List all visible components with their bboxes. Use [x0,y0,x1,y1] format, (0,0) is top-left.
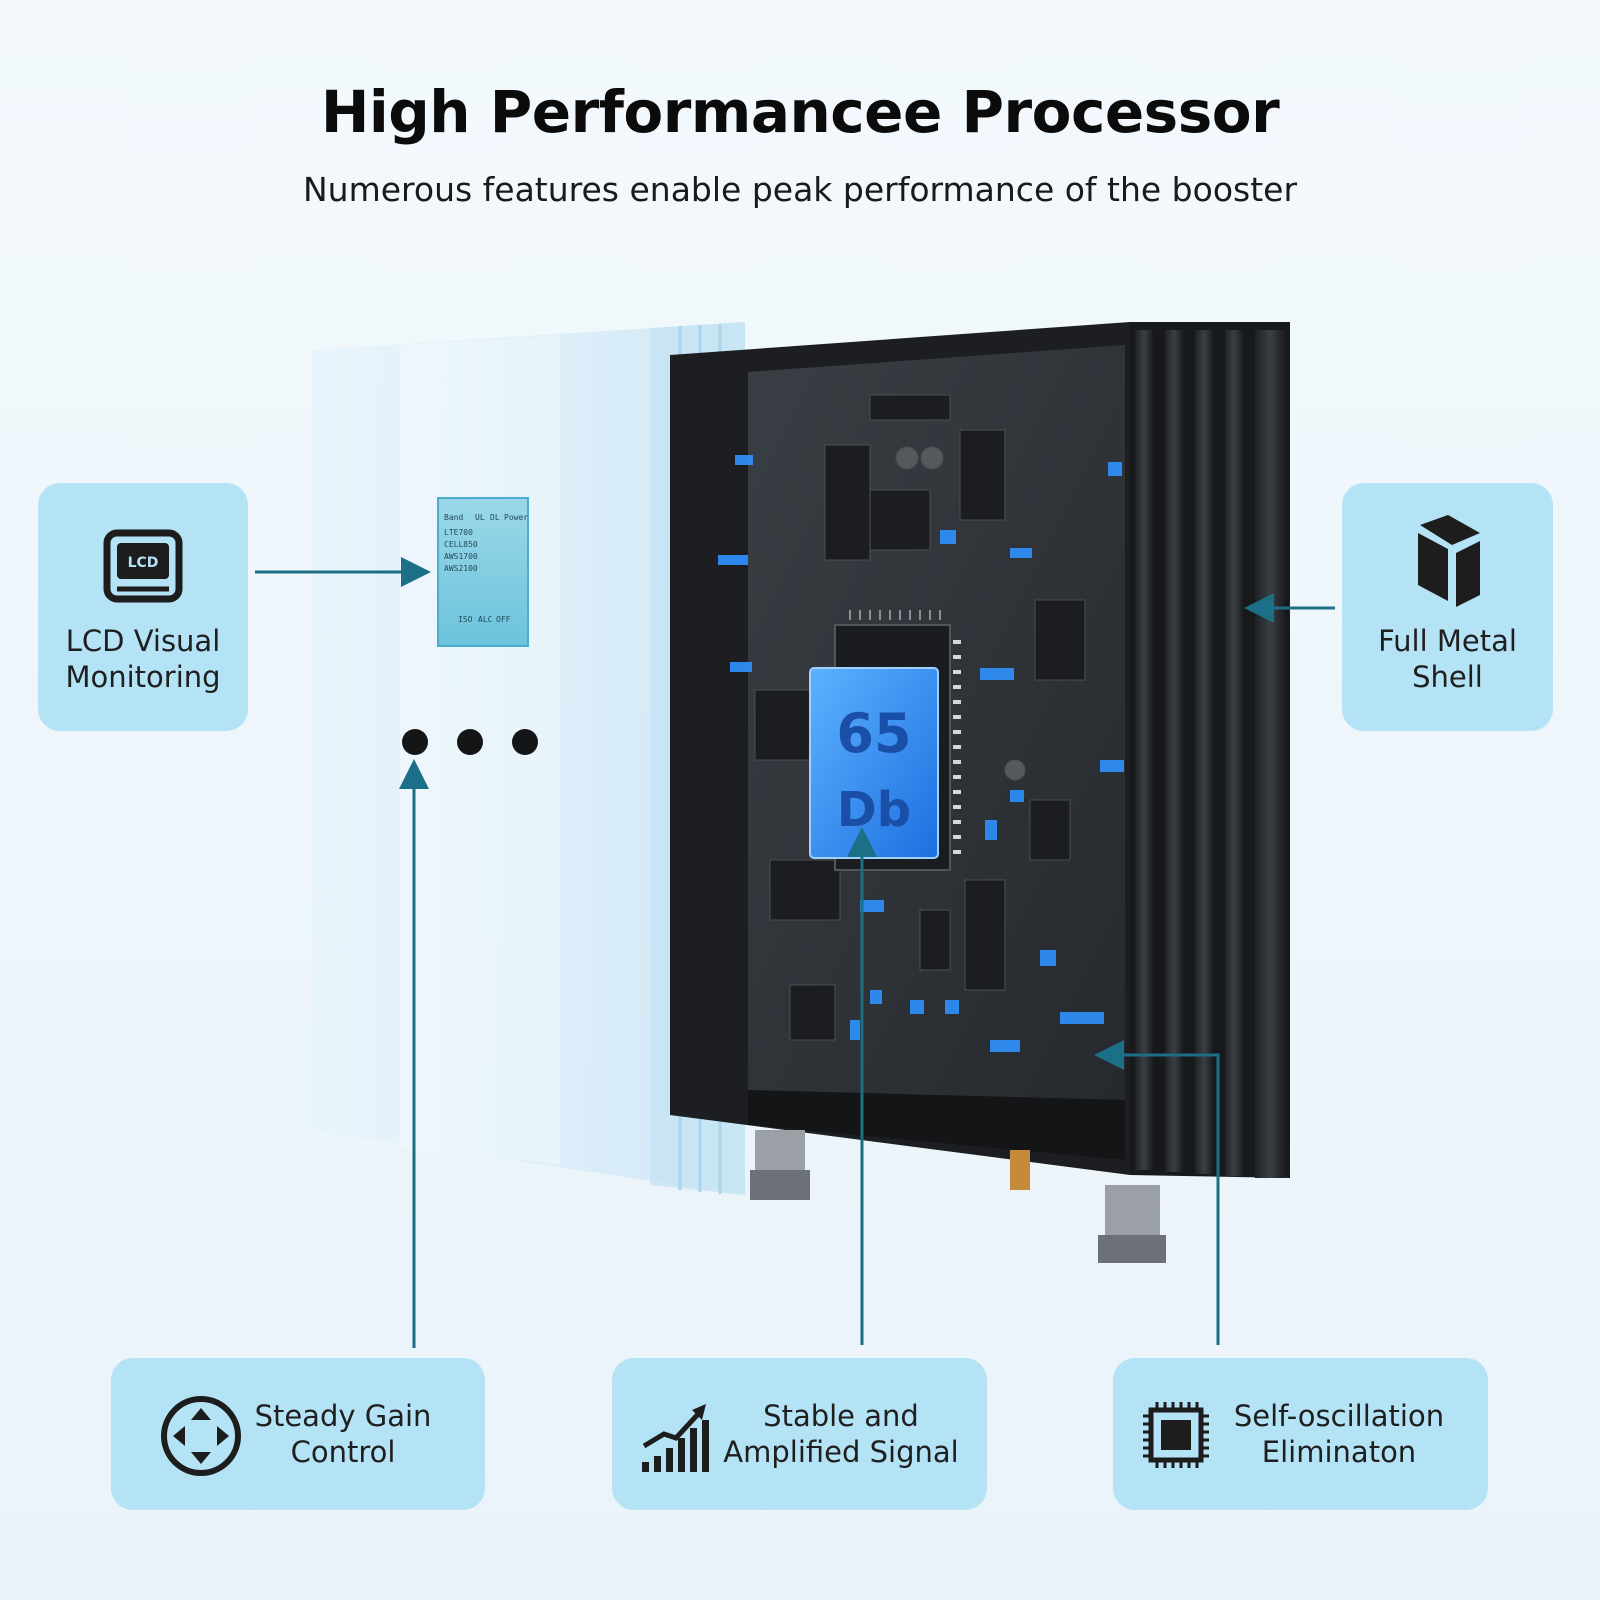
feature-card-metal-shell: Full Metal Shell [1342,483,1553,731]
lcd-header-text: Band [444,513,463,522]
heat-sink [1130,322,1290,1178]
feature-label: Steady Gain Control [243,1398,443,1470]
lcd-footer-text: ISO [458,615,473,624]
signal-bars-icon [642,1404,709,1472]
lcd-row-text: AWS1700 [444,552,478,561]
amplifier-chip: 65 Db [809,610,961,871]
page-subtitle: Numerous features enable peak performanc… [302,170,1298,209]
feature-label-line: Steady Gain [254,1399,432,1433]
device-lcd-screen: LTE700 CELL850 AWS1700 AWS2100 Band UL D… [437,497,529,647]
feature-card-amplified-signal: Stable and Amplified Signal [612,1358,987,1510]
lcd-header-text: DL [490,513,500,522]
chip-value-text: 65 [836,702,911,765]
lcd-footer-text: OFF [496,615,511,624]
board-glow-dots [718,455,1124,1052]
metal-cube-icon [1417,515,1480,607]
feature-label: Full Metal Shell [1342,623,1553,695]
feature-label-line: Control [290,1435,396,1469]
feature-card-lcd-monitoring: LCD LCD Visual Monitoring [38,483,248,731]
feature-label: LCD Visual Monitoring [38,623,248,695]
feature-label-line: Self-oscillation [1233,1399,1445,1433]
feature-label-line: Monitoring [65,660,221,694]
lcd-footer-text: ALC [478,615,493,624]
feature-label-line: LCD Visual [65,624,221,658]
feature-label-line: Shell [1412,660,1483,694]
feature-label: Stable and Amplified Signal [712,1398,970,1470]
feature-label-line: Amplified Signal [723,1435,959,1469]
lcd-row-text: LTE700 [444,528,473,537]
device-control-buttons [402,729,538,755]
oscillation-callout-arrow [1094,1040,1220,1345]
feature-card-steady-gain: Steady Gain Control [111,1358,485,1510]
lcd-icon-text: LCD [128,555,159,571]
feature-card-self-oscillation: Self-oscillation Eliminaton [1113,1358,1488,1510]
lcd-monitor-icon: LCD [103,529,183,603]
lcd-row-text: CELL850 [444,540,478,549]
circuit-board [754,394,1086,1041]
feature-label-line: Eliminaton [1261,1435,1417,1469]
connectors [750,1130,1166,1263]
lcd-header-text: Power [504,513,528,522]
chip-icon [1143,1402,1209,1468]
feature-label-line: Full Metal [1378,624,1517,658]
lcd-row-text: AWS2100 [444,564,478,573]
direction-pad-icon [161,1396,241,1476]
page-title: High Performancee Processor [320,78,1280,146]
lcd-header-text: UL [475,513,485,522]
feature-label-line: Stable and [763,1399,919,1433]
feature-label: Self-oscillation Eliminaton [1221,1398,1457,1470]
